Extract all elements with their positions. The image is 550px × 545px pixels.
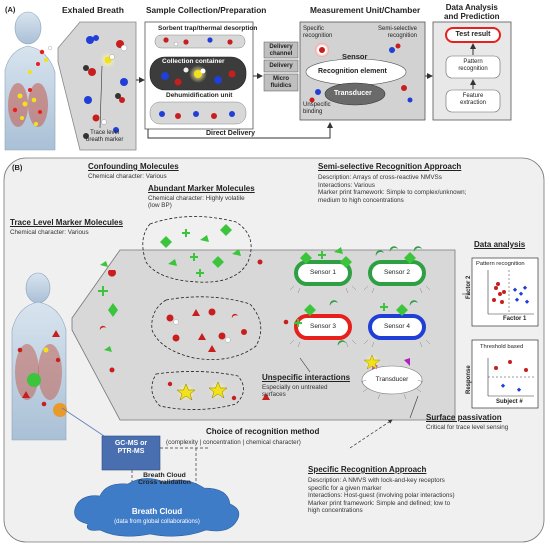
abundant-desc: Chemical character: Highly volatile(low …: [148, 195, 245, 209]
delivery-channel-box: [263, 41, 299, 59]
dehumidification-label: Dehumidification unit: [166, 92, 233, 99]
delivery-label: Delivery: [269, 63, 293, 69]
measurement-title: Measurement Unit/Chamber: [310, 5, 421, 15]
specific-desc: Description: A NMVS with lock-and-key re…: [308, 477, 455, 515]
direct-delivery-label: Direct Delivery: [206, 130, 256, 137]
sensor-2-label: Sensor 2: [383, 269, 411, 276]
subject-label: Subject #: [496, 399, 523, 405]
breath-cloud-title: Breath Cloud: [131, 507, 183, 516]
test-result-label: Test result: [455, 31, 491, 38]
threshold-label: Threshold based: [480, 344, 524, 350]
recognition-element-label: Recognition element: [318, 68, 387, 75]
abundant-molecules-glyphs: [160, 224, 241, 277]
pattern-recognition-label-b: Pattern recognition: [476, 261, 525, 267]
sorbent-label: Sorbent trap/thermal desorption: [158, 25, 258, 32]
confounding-desc: Chemical character: Various: [88, 173, 167, 180]
abundant-title: Abundant Marker Molecules: [148, 184, 255, 193]
transducer-label-b: Transducer: [375, 376, 409, 383]
body-markers-b: [17, 330, 61, 407]
trace-cluster: [151, 371, 244, 410]
choice-desc: (complexity | concentration | chemical c…: [166, 439, 301, 446]
confounding-cluster: [151, 296, 262, 360]
sensor-4-graphic: [368, 300, 426, 340]
sample-collection-title: Sample Collection/Preparation: [146, 5, 267, 15]
exhaled-breath-zoom: [57, 21, 137, 151]
threshold-plot-points: [494, 360, 528, 392]
pattern-plot-points: [492, 282, 530, 304]
trace-cluster-glyphs: [167, 381, 237, 401]
container-label: Collection container: [162, 58, 225, 65]
semi-selective-desc: Description: Arrays of cross-reactive NM…: [318, 174, 467, 204]
factor1-label: Factor 1: [503, 316, 527, 322]
breath-cloud-desc: (data from global collaborations): [114, 519, 200, 525]
sensor-1-graphic: [294, 247, 352, 286]
sensor-3-graphic: [294, 300, 352, 346]
data-analysis-title: Data analysis: [474, 240, 526, 249]
trace-desc: Chemical character: Various: [10, 229, 89, 236]
sorbent-molecules: [163, 37, 233, 47]
container-molecules: [161, 65, 236, 86]
confounding-cluster-glyphs: [166, 308, 247, 352]
confounding-molecules-glyphs: [98, 259, 289, 400]
exhaled-breath-title: Exhaled Breath: [62, 5, 124, 15]
transducer-a: [324, 82, 386, 106]
unspecific-title: Unspecific interactions: [262, 373, 351, 382]
surface-passivation-title: Surface passivation: [426, 413, 502, 422]
breath-molecules-a: [12, 46, 53, 127]
sensor-label-a: Sensor: [342, 52, 368, 61]
transducer-hairs: [360, 379, 424, 400]
abundant-cluster: [142, 216, 252, 283]
sensor-1-label: Sensor 1: [309, 269, 337, 276]
panel-b-label: (B): [12, 163, 23, 172]
confounding-title: Confounding Molecules: [88, 162, 179, 171]
trace-marker-pointer: [99, 65, 103, 129]
test-result-pill: [445, 27, 501, 43]
threshold-plot-box: [471, 339, 539, 409]
sensor-hairs: [289, 285, 431, 348]
transducer-b-graphic: [361, 354, 423, 395]
choice-title: Choice of recognition method: [206, 427, 320, 436]
breath-cloud-shape: [74, 478, 240, 537]
panel-a-label: (A): [5, 5, 16, 14]
gcms-box: [101, 435, 161, 471]
transducer-label-a: Transducer: [334, 90, 372, 97]
factor2-label: Factor 2: [466, 275, 472, 299]
direct-delivery-line: [147, 122, 333, 139]
sensor-4-label: Sensor 4: [383, 323, 411, 330]
semi-selective-title: Semi-selective Recognition Approach: [318, 162, 462, 171]
dehumidification-molecules: [159, 111, 235, 119]
molecule-zoom-region: [71, 249, 456, 421]
sensor-3-label: Sensor 3: [309, 323, 337, 330]
pattern-recognition-pill: [445, 55, 501, 79]
response-label: Response: [466, 365, 472, 394]
human-silhouette-b: [11, 272, 67, 441]
delivery-box: [263, 59, 299, 73]
exhaled-breath-molecules: [83, 35, 128, 139]
pattern-plot-box: [471, 257, 539, 327]
sensor-2-graphic: [368, 246, 426, 286]
human-silhouette-a: [4, 11, 56, 151]
surface-passivation-desc: Critical for trace level sensing: [426, 424, 509, 431]
feature-extraction-pill: [445, 89, 501, 113]
trace-title: Trace Level Marker Molecules: [10, 218, 123, 227]
micro-fluidics-box: [263, 73, 299, 92]
measurement-molecules: [309, 43, 413, 103]
specific-title: Specific Recognition Approach: [308, 465, 427, 474]
